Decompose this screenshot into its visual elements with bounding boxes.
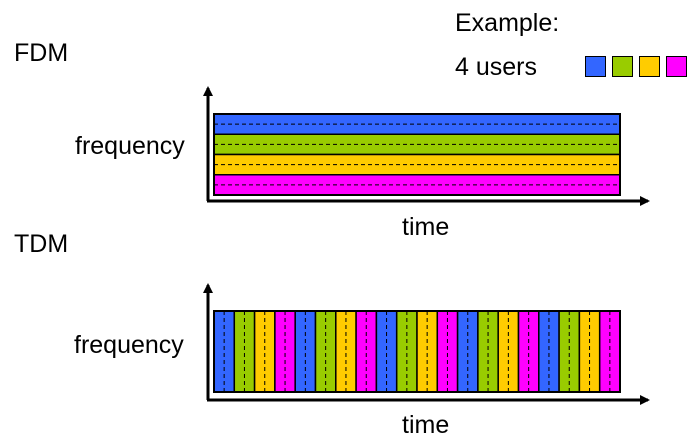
legend-swatch-user-1 <box>585 56 606 77</box>
tdm-frequency-label: frequency <box>74 331 184 359</box>
legend-swatch-user-3 <box>639 56 660 77</box>
tdm-slot-user-1 <box>294 310 317 393</box>
tdm-slot-user-4 <box>436 310 459 393</box>
tdm-title: TDM <box>14 230 69 258</box>
tdm-slot-user-4 <box>355 310 378 393</box>
fdm-frame <box>213 113 621 196</box>
tdm-slot-user-3 <box>578 310 601 393</box>
tdm-slot-user-2 <box>314 310 337 393</box>
tdm-chart <box>213 310 621 393</box>
fdm-time-label: time <box>402 213 450 241</box>
tdm-slot-user-1 <box>213 310 236 393</box>
fdm-frequency-label: frequency <box>75 132 185 160</box>
tdm-slot-user-2 <box>477 310 499 393</box>
tdm-slot-user-2 <box>233 310 256 393</box>
fdm-title: FDM <box>14 39 69 67</box>
tdm-slot-user-1 <box>456 310 479 393</box>
tdm-slot-user-2 <box>395 310 418 393</box>
tdm-time-label: time <box>402 411 450 439</box>
tdm-slot-user-3 <box>497 310 520 393</box>
tdm-slot-user-4 <box>517 310 540 393</box>
legend-swatch-user-2 <box>612 56 633 77</box>
users-label: 4 users <box>455 53 537 81</box>
tdm-slot-user-1 <box>538 310 560 393</box>
tdm-frame <box>213 310 621 393</box>
tdm-slot-user-4 <box>274 310 296 393</box>
tdm-slot-user-2 <box>558 310 581 393</box>
fdm-chart <box>213 113 621 196</box>
tdm-slot-user-3 <box>253 310 276 393</box>
example-title: Example: <box>455 9 560 37</box>
tdm-slot-user-3 <box>416 310 439 393</box>
tdm-slot-user-3 <box>335 310 357 393</box>
tdm-slot-user-4 <box>598 310 621 393</box>
tdm-slot-user-1 <box>375 310 398 393</box>
legend-swatch-user-4 <box>666 56 687 77</box>
